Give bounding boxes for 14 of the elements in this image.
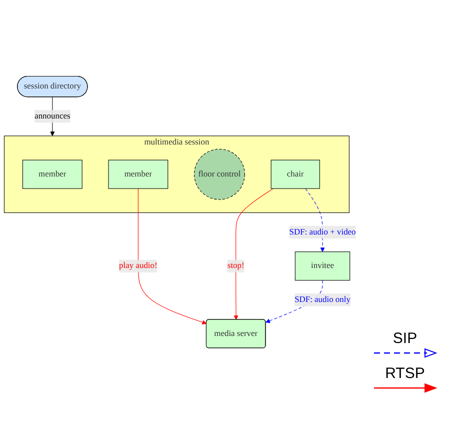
edge-label: announces [34, 112, 70, 121]
node-circle: floor control [194, 148, 245, 200]
node-box: member [108, 160, 168, 189]
edge-label: stop! [227, 261, 244, 270]
legend-label: SIP [392, 330, 418, 347]
edge-label: play audio! [119, 261, 158, 270]
arrow [234, 188, 274, 320]
node-box: chair [270, 160, 320, 189]
legend-label: RTSP [385, 365, 425, 382]
arrow [138, 188, 207, 324]
node-box: member [22, 160, 82, 189]
edge-label: SDF: audio + video [289, 227, 356, 236]
edge-label: SDF: audio only [294, 295, 350, 304]
node-box: invitee [294, 251, 350, 280]
